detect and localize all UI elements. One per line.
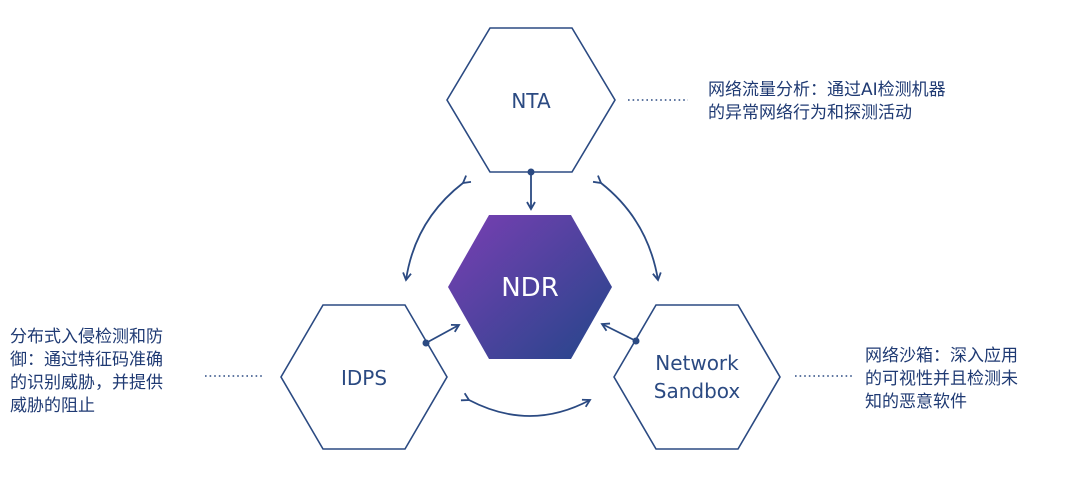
- nta-hexagon: [446, 27, 616, 173]
- sandbox-description-line: 知的恶意软件: [865, 392, 967, 412]
- idps-description-line: 御：通过特征码准确: [10, 350, 163, 370]
- sandbox-to-ndr-arrow: [600, 322, 637, 342]
- nta-idps-curved-arrow: [402, 175, 472, 282]
- sandbox-description-line: 的可视性并且检测未: [865, 369, 1018, 389]
- idps-sandbox-curved-arrow: [460, 392, 592, 417]
- sandbox-label-line1: Network: [655, 351, 739, 375]
- ndr-label: NDR: [501, 273, 559, 303]
- nta-label: NTA: [511, 89, 551, 113]
- sandbox-label-line2: Sandbox: [654, 379, 741, 403]
- nta-connector-dot: [527, 168, 535, 176]
- ndr-node: NDR: [448, 215, 612, 359]
- sandbox-description-line: 网络沙箱：深入应用: [865, 346, 1018, 366]
- sandbox-node: Network Sandbox: [613, 304, 781, 450]
- connectors: [422, 168, 640, 347]
- cycle-arrows: [402, 175, 662, 417]
- sandbox-connector-dot: [632, 337, 640, 345]
- idps-label: IDPS: [341, 366, 387, 390]
- idps-hexagon: [280, 304, 448, 450]
- nta-description-line: 网络流量分析：通过AI检测机器: [708, 80, 946, 100]
- nta-node: NTA: [446, 27, 616, 173]
- idps-node: IDPS: [280, 304, 448, 450]
- idps-description: 分布式入侵检测和防 御：通过特征码准确 的识别威胁，并提供 威胁的阻止: [10, 326, 163, 418]
- leader-lines: [205, 99, 852, 377]
- idps-description-line: 分布式入侵检测和防: [10, 327, 163, 347]
- nta-description-line: 的异常网络行为和探测活动: [708, 103, 912, 123]
- idps-description-line: 的识别威胁，并提供: [10, 373, 163, 393]
- idps-description-line: 威胁的阻止: [10, 396, 95, 416]
- sandbox-hexagon: [613, 304, 781, 450]
- nta-description: 网络流量分析：通过AI检测机器 的异常网络行为和探测活动: [708, 79, 946, 125]
- ndr-hexagon: [448, 215, 612, 359]
- sandbox-description: 网络沙箱：深入应用 的可视性并且检测未 知的恶意软件: [865, 345, 1018, 414]
- idps-to-ndr-arrow: [425, 323, 461, 344]
- idps-connector-dot: [422, 339, 430, 347]
- nta-sandbox-curved-arrow: [592, 175, 662, 282]
